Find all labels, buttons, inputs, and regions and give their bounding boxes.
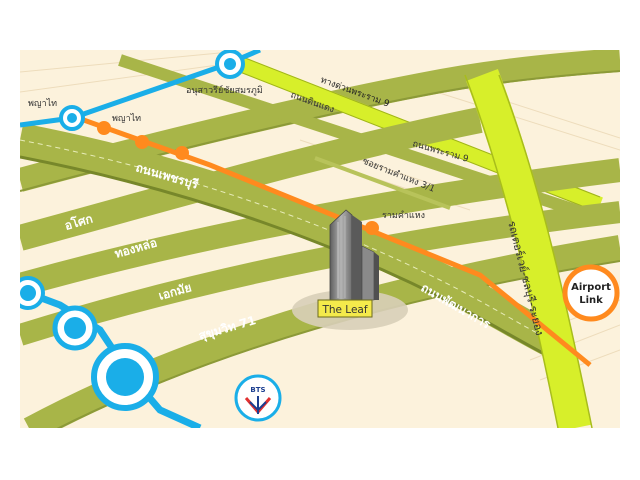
bts-station-lower-1[interactable] bbox=[13, 276, 45, 310]
bts-station-victory-monument[interactable] bbox=[215, 50, 245, 79]
arl-station-makkasan[interactable] bbox=[175, 146, 189, 160]
the-leaf-label-box[interactable]: The Leaf bbox=[317, 299, 373, 318]
label-phayathai-arl: พญาไท bbox=[112, 113, 141, 124]
airport-link-line1: Airport bbox=[571, 282, 611, 293]
arl-station-phayathai[interactable] bbox=[97, 121, 111, 135]
bts-station-phayathai[interactable] bbox=[59, 105, 85, 131]
bts-station-lower-2[interactable] bbox=[52, 305, 98, 351]
bts-station-lower-3[interactable] bbox=[91, 343, 159, 411]
bts-logo: BTS bbox=[234, 374, 282, 422]
road-phetchaburi-shadow bbox=[20, 155, 561, 364]
road-motorway bbox=[466, 68, 592, 428]
road-sukhumvit71 bbox=[23, 235, 620, 428]
label-victory-monument: อนุสาวรีย์ชัยสมรภูมิ bbox=[186, 84, 263, 96]
label-ramkhamhaeng-station: รามคำแหง bbox=[382, 210, 425, 221]
road-phetchaburi-centerline bbox=[20, 139, 561, 346]
arl-station-ramkhamhaeng[interactable] bbox=[365, 221, 379, 235]
airport-link-line2: Link bbox=[579, 295, 603, 306]
the-leaf-building[interactable] bbox=[329, 209, 379, 301]
road-soi-ramkhamhaeng bbox=[314, 156, 451, 210]
road-asok bbox=[20, 107, 483, 251]
label-phayathai-bts: พญาไท bbox=[28, 98, 57, 109]
arl-station-ratchaprarop[interactable] bbox=[135, 135, 149, 149]
bts-logo-text: BTS bbox=[250, 386, 265, 394]
building-name: The Leaf bbox=[321, 304, 367, 316]
airport-link-badge[interactable]: Airport Link bbox=[562, 264, 620, 322]
